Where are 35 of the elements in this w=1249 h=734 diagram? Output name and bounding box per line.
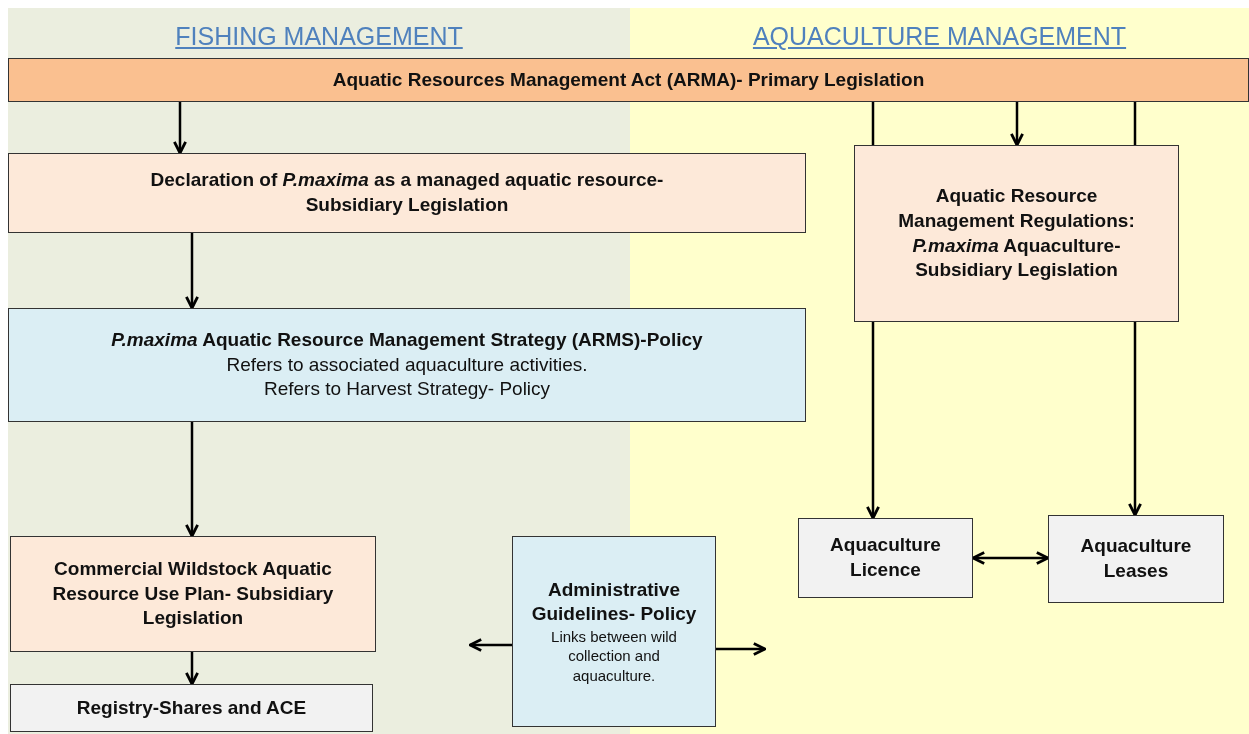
box-title: Aquaculture Leases (1079, 534, 1193, 583)
arrow (866, 322, 880, 520)
arrow (1010, 102, 1024, 147)
box-title: Aquaculture Licence (829, 533, 942, 582)
box-title: Declaration of P.maxima as a managed aquatic resource- Subsidiary Legislation (149, 168, 665, 217)
legislation-box (798, 518, 973, 598)
section-heading: AQUACULTURE MANAGEMENT (752, 22, 1127, 51)
box-title: Aquatic Resource Management Regulations: P.maxima Aquaculture- Subsidiary Legislation (897, 184, 1136, 283)
box-title: Registry-Shares and ACE (76, 695, 307, 720)
legislation-box (854, 145, 1179, 322)
arrow (173, 102, 187, 155)
section-heading: FISHING MANAGEMENT (175, 22, 463, 51)
legislation-box (10, 536, 376, 652)
box-note: Refers to associated aquaculture activities. (226, 352, 588, 377)
legislation-box (8, 153, 806, 233)
connector-line (1133, 102, 1137, 145)
arrow (185, 652, 199, 686)
legislation-box (512, 536, 716, 727)
legislation-box (1048, 515, 1224, 603)
legislation-box (8, 308, 806, 422)
legislation-box (10, 684, 373, 732)
box-note: Links between wild collection and aquaculture. (550, 626, 678, 686)
arrow (1128, 322, 1142, 517)
arrow (468, 638, 512, 652)
box-title: P.maxima Aquatic Resource Management Strategy (ARMS)-Policy (111, 327, 703, 352)
box-title: Aquatic Resources Management Act (ARMA)- Primary Legislation (332, 67, 925, 92)
connector-line (871, 102, 875, 145)
arrow (185, 422, 199, 538)
box-title: Commercial Wildstock Aquatic Resource Use Plan- Subsidiary Legislation (51, 556, 335, 631)
arrow (971, 551, 1050, 565)
box-note: Refers to Harvest Strategy- Policy (263, 377, 551, 402)
arrow (716, 642, 767, 656)
box-title: Administrative Guidelines- Policy (530, 577, 698, 627)
arrow (185, 233, 199, 310)
legislation-box (8, 58, 1249, 102)
